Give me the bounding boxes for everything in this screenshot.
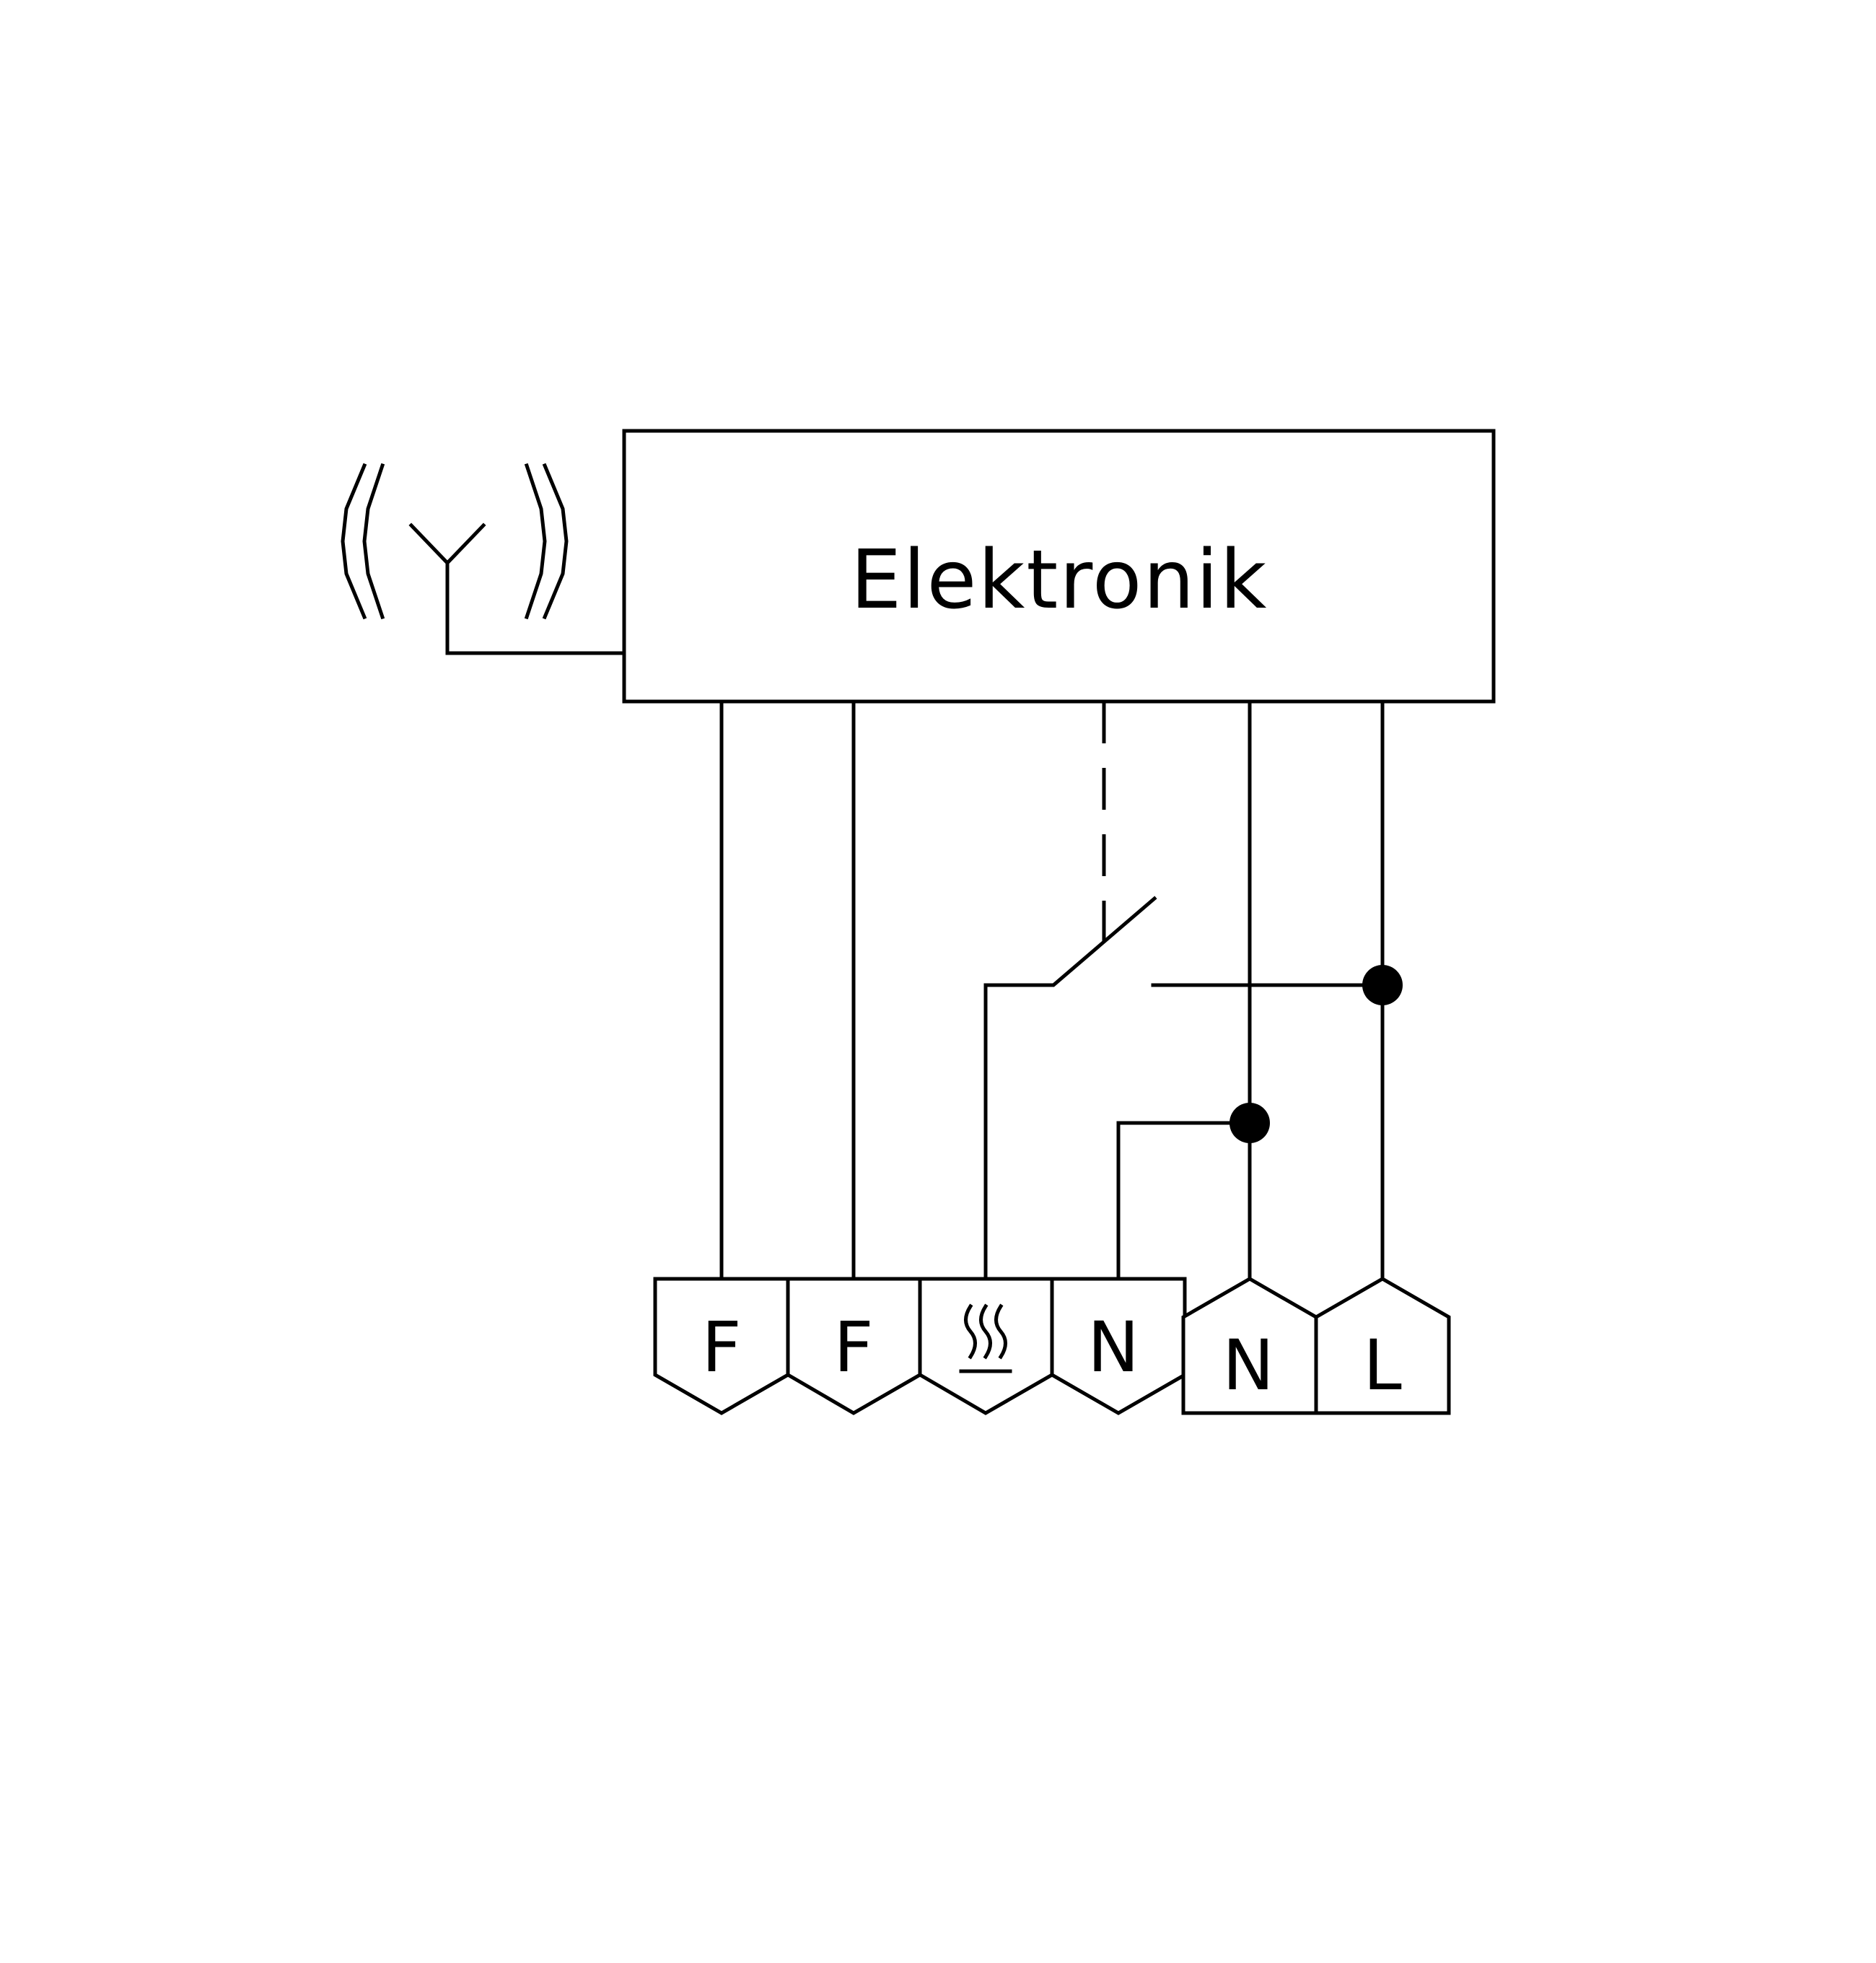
antenna-icon: [341, 463, 626, 655]
terminal-heat: [918, 1277, 1054, 1415]
electronics-module: Elektronik: [622, 429, 1496, 704]
terminal-block: F F N N L: [653, 1277, 1451, 1415]
terminal-label-n2: N: [1222, 1325, 1274, 1406]
wire-n1: [1116, 1121, 1252, 1281]
junction-dot-n: [1230, 1103, 1270, 1143]
terminal-n1: [1050, 1277, 1187, 1415]
terminal-f2: [786, 1277, 922, 1415]
terminal-l: [1314, 1277, 1451, 1415]
heating-icon: [959, 1303, 1012, 1373]
terminal-label-f1: F: [701, 1307, 741, 1388]
wires: [719, 699, 1403, 1281]
terminal-label-l: L: [1363, 1325, 1401, 1406]
terminal-label-f2: F: [833, 1307, 873, 1388]
terminal-f1: [653, 1277, 790, 1415]
module-label: Elektronik: [851, 533, 1268, 627]
junction-dot-l: [1362, 965, 1403, 1005]
terminal-label-n1: N: [1087, 1307, 1139, 1388]
relay-switch-icon: [983, 896, 1385, 1281]
